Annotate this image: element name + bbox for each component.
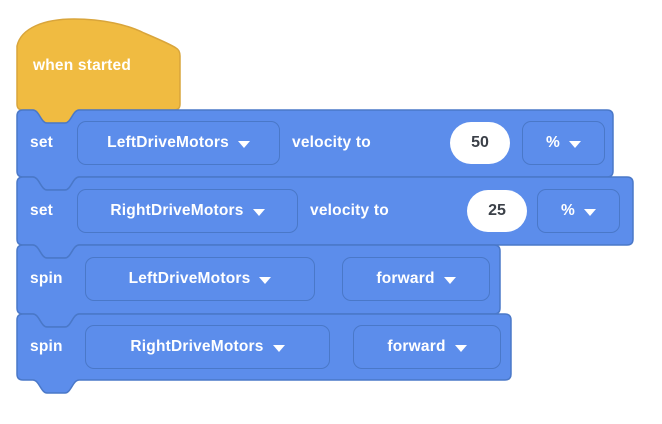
dropdown-caret-icon <box>272 344 285 352</box>
direction-dropdown[interactable]: forward <box>342 257 490 301</box>
dropdown-caret-icon <box>568 140 581 148</box>
dropdown-caret-icon <box>454 344 467 352</box>
motor-dropdown-label: RightDriveMotors <box>130 338 264 355</box>
motor-dropdown[interactable]: RightDriveMotors <box>77 189 298 233</box>
block-mid-label: velocity to <box>310 202 389 219</box>
motor-dropdown[interactable]: LeftDriveMotors <box>85 257 315 301</box>
motor-dropdown-label: LeftDriveMotors <box>128 270 251 287</box>
direction-dropdown[interactable]: forward <box>353 325 501 369</box>
dropdown-caret-icon <box>259 276 272 284</box>
block-keyword: spin <box>30 270 63 287</box>
dropdown-caret-icon <box>237 140 250 148</box>
motor-dropdown-label: RightDriveMotors <box>110 202 244 219</box>
unit-dropdown[interactable]: % <box>522 121 605 165</box>
direction-dropdown-label: forward <box>376 270 435 287</box>
direction-dropdown-label: forward <box>387 338 446 355</box>
block-mid-label: velocity to <box>292 134 371 151</box>
velocity-value-input[interactable]: 25 <box>467 190 527 232</box>
dropdown-caret-icon <box>583 208 596 216</box>
motor-dropdown-label: LeftDriveMotors <box>107 134 229 151</box>
dropdown-caret-icon <box>252 208 265 216</box>
velocity-value-input[interactable]: 50 <box>450 122 510 164</box>
motor-dropdown[interactable]: LeftDriveMotors <box>77 121 280 165</box>
block-keyword: set <box>30 134 54 151</box>
block-keyword: set <box>30 202 54 219</box>
unit-dropdown-label: % <box>546 134 560 151</box>
unit-dropdown[interactable]: % <box>537 189 620 233</box>
block-spin-right[interactable] <box>16 313 512 394</box>
unit-dropdown-label: % <box>561 202 575 219</box>
dropdown-caret-icon <box>443 276 456 284</box>
hat-block-label: when started <box>33 57 132 74</box>
motor-dropdown[interactable]: RightDriveMotors <box>85 325 330 369</box>
block-keyword: spin <box>30 338 63 355</box>
